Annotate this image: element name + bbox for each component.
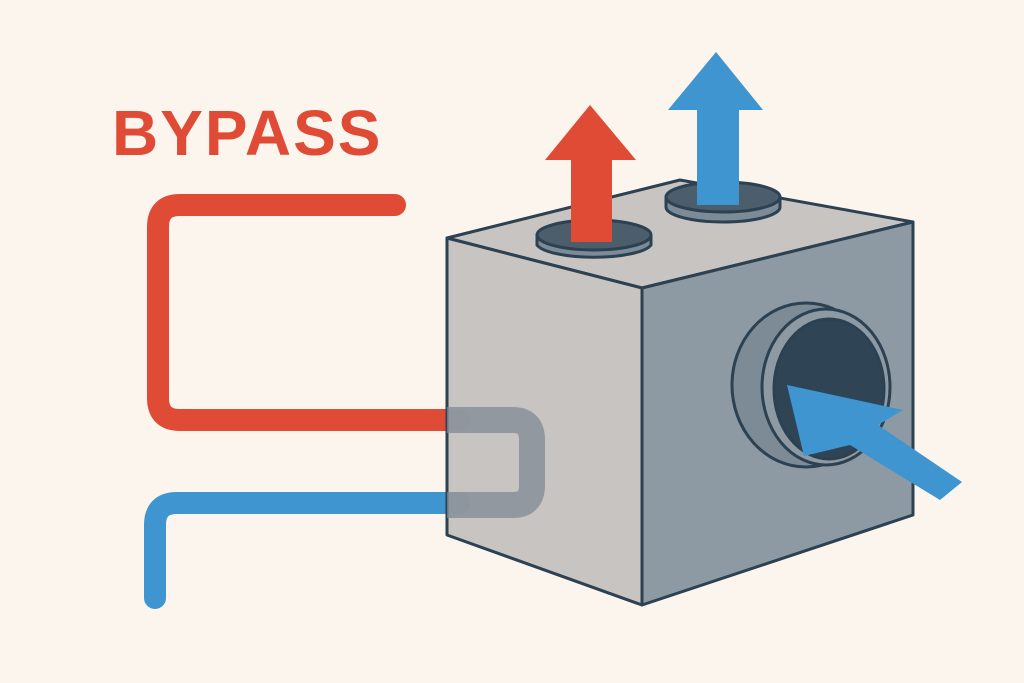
blue-supply-arrow-icon	[668, 52, 763, 205]
red-bypass-pipe	[147, 194, 471, 431]
bypass-loop	[447, 407, 545, 518]
blue-pipe	[144, 492, 471, 609]
red-exhaust-arrow-icon	[545, 105, 636, 242]
bypass-title: BYPASS	[112, 97, 382, 169]
blue-intake-arrow-icon	[787, 385, 962, 500]
